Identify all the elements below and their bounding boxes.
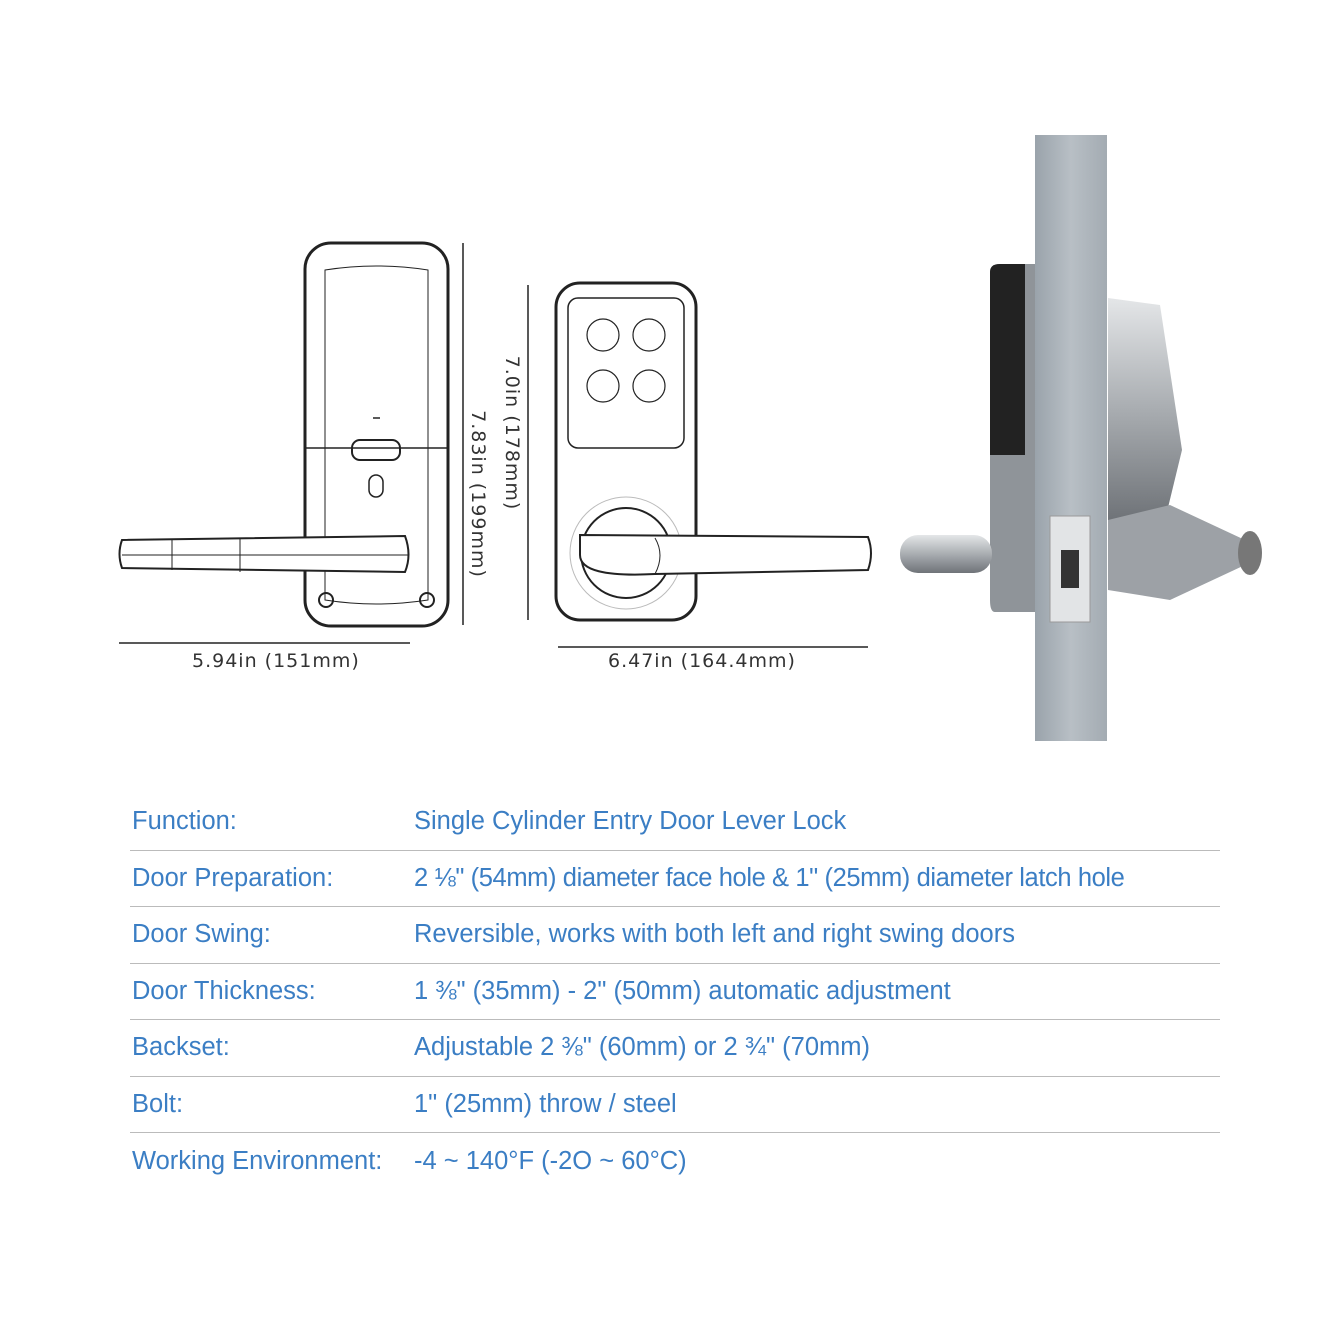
spec-row-function: Function: Single Cylinder Entry Door Leve…: [130, 794, 1220, 851]
back-height-label: 7.83in (199mm): [467, 410, 489, 578]
front-width-label: 6.47in (164.4mm): [608, 650, 796, 672]
spec-label: Backset:: [132, 1033, 230, 1062]
spec-label: Door Thickness:: [132, 976, 316, 1005]
spec-value: 1 ⅜" (35mm) - 2" (50mm) automatic adjust…: [414, 976, 951, 1005]
spec-value: Reversible, works with both left and rig…: [414, 920, 1015, 949]
side-view-on-door: [900, 135, 1262, 741]
spec-label: Door Preparation:: [132, 863, 334, 892]
front-height-label: 7.0in (178mm): [501, 355, 523, 511]
spec-value: 2 ⅛" (54mm) diameter face hole & 1" (25m…: [414, 863, 1125, 892]
lock-drawings: [118, 135, 1262, 741]
spec-label: Working Environment:: [132, 1146, 383, 1175]
interior-unit-drawing: [118, 241, 450, 628]
spec-value: 1" (25mm) throw / steel: [414, 1089, 677, 1118]
spec-label: Bolt:: [132, 1089, 184, 1118]
spec-value: Single Cylinder Entry Door Lever Lock: [414, 807, 847, 836]
spec-table: Function: Single Cylinder Entry Door Leve…: [130, 794, 1220, 1190]
spec-row-backset: Backset: Adjustable 2 ⅜" (60mm) or 2 ¾" (…: [130, 1020, 1220, 1077]
back-width-label: 5.94in (151mm): [192, 650, 360, 672]
spec-row-door-preparation: Door Preparation: 2 ⅛" (54mm) diameter fa…: [130, 851, 1220, 907]
spec-row-door-thickness: Door Thickness: 1 ⅜" (35mm) - 2" (50mm) a…: [130, 964, 1220, 1020]
spec-value: Adjustable 2 ⅜" (60mm) or 2 ¾" (70mm): [414, 1033, 871, 1062]
lock-dimension-diagram: 5.94in (151mm) 7.83in (199mm) 7.0in (178…: [118, 135, 1262, 741]
spec-label: Door Swing:: [132, 920, 271, 949]
spec-value: -4 ~ 140°F (-2O ~ 60°C): [414, 1146, 687, 1175]
spec-row-working-environment: Working Environment: -4 ~ 140°F (-2O ~ 60…: [130, 1133, 1220, 1190]
exterior-keypad-drawing: [554, 281, 872, 622]
spec-label: Function:: [132, 807, 237, 836]
spec-row-door-swing: Door Swing: Reversible, works with both l…: [130, 907, 1220, 964]
spec-row-bolt: Bolt: 1" (25mm) throw / steel: [130, 1077, 1220, 1133]
